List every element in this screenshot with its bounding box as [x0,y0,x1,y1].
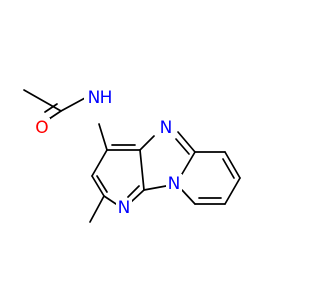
bond-c9a-c4a [139,149,145,191]
bond-c7-c8 [224,177,241,205]
bond-n1-c9a [130,189,145,203]
atom-n-bridgehead: N [168,174,181,194]
bond-n5-c5a-inner [175,138,190,155]
molecule-structure-diagram: N H O N N N [0,0,300,300]
atom-h-amide: H [100,88,113,108]
bond-c3-c2-inner [96,175,108,193]
bond-carbonyl-o-double [44,103,58,113]
atom-o-carbonyl: O [35,118,48,138]
bond-c6-c7 [224,151,241,179]
atom-n-imidazole: N [160,118,173,138]
bond-c2-methyl [89,195,105,223]
bond-c2-n1 [103,195,117,205]
bond-c3-c2 [91,175,105,197]
bond-nh-c4 [98,123,108,151]
bond-c6-c7-inner [222,158,235,179]
bond-layer [23,89,241,223]
atom-n-pyridine: N [118,198,131,218]
atom-bg-n-pyridine [116,198,132,218]
bond-c4a-n5 [139,135,155,151]
atom-bg-n-imidazole [158,118,174,138]
bond-carbonyl-nh [60,97,86,112]
atom-n-amide: N [88,88,101,108]
canvas-background [0,0,300,300]
bond-methyl-carbonyl [23,89,62,112]
atom-bg-o [34,118,50,138]
atom-bg-n-bridgehead [166,174,182,194]
atom-label-layer: N H O N N N [34,87,182,218]
bond-n1-c9a-inner [127,185,140,198]
bond-n10-c9a [143,185,167,191]
bond-c9-n10 [181,189,196,205]
bond-c4-c3 [91,149,108,177]
bond-carbonyl-o [48,110,62,120]
bond-c5a-n10 [181,151,196,175]
atom-bg-nh [84,87,114,107]
bond-n5-c5a [177,131,196,153]
